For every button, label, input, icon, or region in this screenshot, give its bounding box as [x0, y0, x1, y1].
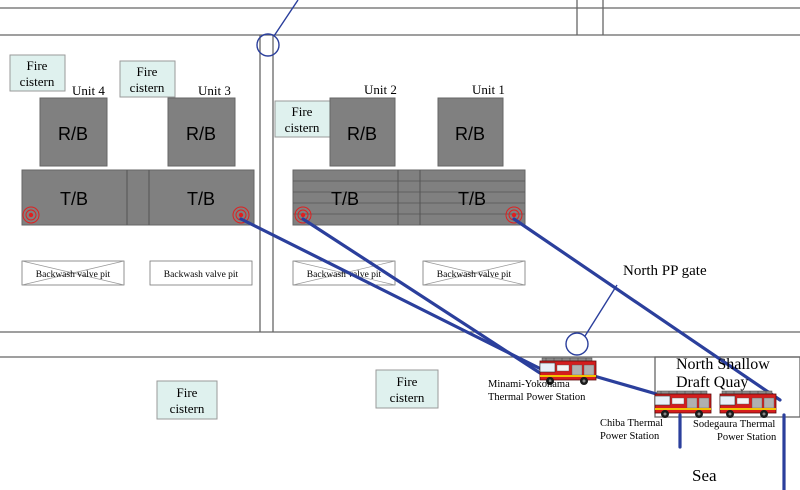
- turbine-building-units-1-2: T/B T/B: [292, 169, 526, 226]
- north-pp-gate-marker: North PP gate: [565, 263, 707, 356]
- quay-label-line1: North Shallow: [676, 356, 770, 373]
- reactor-building-label: R/B: [455, 124, 485, 144]
- fire-cistern-3: Fire cistern: [274, 100, 331, 138]
- hose-lines: [239, 217, 786, 490]
- fire-cistern-label: cistern: [390, 390, 425, 405]
- gate-marker-top: [256, 0, 299, 57]
- fire-cistern-label: Fire: [137, 64, 158, 79]
- backwash-valve-pit-unit-1: Backwash valve pit: [422, 260, 526, 286]
- north-pp-gate-label: North PP gate: [623, 263, 707, 279]
- reactor-building-unit-1: R/B: [437, 97, 504, 167]
- turbine-building-units-3-4: T/B T/B: [21, 169, 255, 226]
- backwash-valve-pit-unit-3: Backwash valve pit: [149, 260, 253, 286]
- minami-yokohama-label-line1: Minami-Yokohama: [488, 379, 570, 390]
- reactor-building-unit-4: R/B: [39, 97, 108, 167]
- fire-truck-icon: [654, 390, 712, 419]
- sodegaura-label-line2: Power Station: [717, 432, 777, 443]
- reactor-building-unit-3: R/B: [167, 97, 236, 167]
- fire-cistern-1: Fire cistern: [9, 54, 66, 92]
- road-network: [0, 0, 800, 418]
- turbine-building-label: T/B: [60, 189, 88, 209]
- fire-cistern-label: Fire: [177, 385, 198, 400]
- valve-pit-label: Backwash valve pit: [36, 270, 111, 280]
- turbine-building-label: T/B: [187, 189, 215, 209]
- turbine-building-label: T/B: [331, 189, 359, 209]
- unit-1-label: Unit 1: [472, 82, 505, 97]
- reactor-building-unit-2: R/B: [329, 97, 396, 167]
- valve-pit-label: Backwash valve pit: [437, 270, 512, 280]
- valve-pit-label: Backwash valve pit: [307, 270, 382, 280]
- unit-3-label: Unit 3: [198, 83, 231, 98]
- turbine-building-label: T/B: [458, 189, 486, 209]
- fire-cistern-label: Fire: [292, 104, 313, 119]
- chiba-label-line2: Power Station: [600, 431, 660, 442]
- fire-cistern-2: Fire cistern: [119, 60, 176, 98]
- fire-cistern-5: Fire cistern: [375, 369, 439, 409]
- minami-yokohama-label-line2: Thermal Power Station: [488, 392, 586, 403]
- valve-pit-label: Backwash valve pit: [164, 270, 239, 280]
- fire-truck-icon: [719, 390, 777, 419]
- reactor-building-label: R/B: [58, 124, 88, 144]
- fire-cistern-label: Fire: [27, 58, 48, 73]
- fire-cistern-4: Fire cistern: [156, 380, 218, 420]
- sea-label: Sea: [692, 466, 717, 485]
- reactor-building-label: R/B: [186, 124, 216, 144]
- sodegaura-label-line1: Sodegaura Thermal: [693, 419, 775, 430]
- fire-cistern-label: cistern: [20, 74, 55, 89]
- fire-cistern-label: cistern: [170, 401, 205, 416]
- chiba-label-line1: Chiba Thermal: [600, 418, 663, 429]
- fire-cistern-label: Fire: [397, 374, 418, 389]
- fire-cistern-label: cistern: [130, 80, 165, 95]
- backwash-valve-pit-unit-2: Backwash valve pit: [292, 260, 396, 286]
- unit-4-label: Unit 4: [72, 83, 105, 98]
- unit-2-label: Unit 2: [364, 82, 397, 97]
- quay-label-line2: Draft Quay: [676, 374, 748, 391]
- reactor-building-label: R/B: [347, 124, 377, 144]
- backwash-valve-pit-unit-4: Backwash valve pit: [21, 260, 125, 286]
- fire-cistern-label: cistern: [285, 120, 320, 135]
